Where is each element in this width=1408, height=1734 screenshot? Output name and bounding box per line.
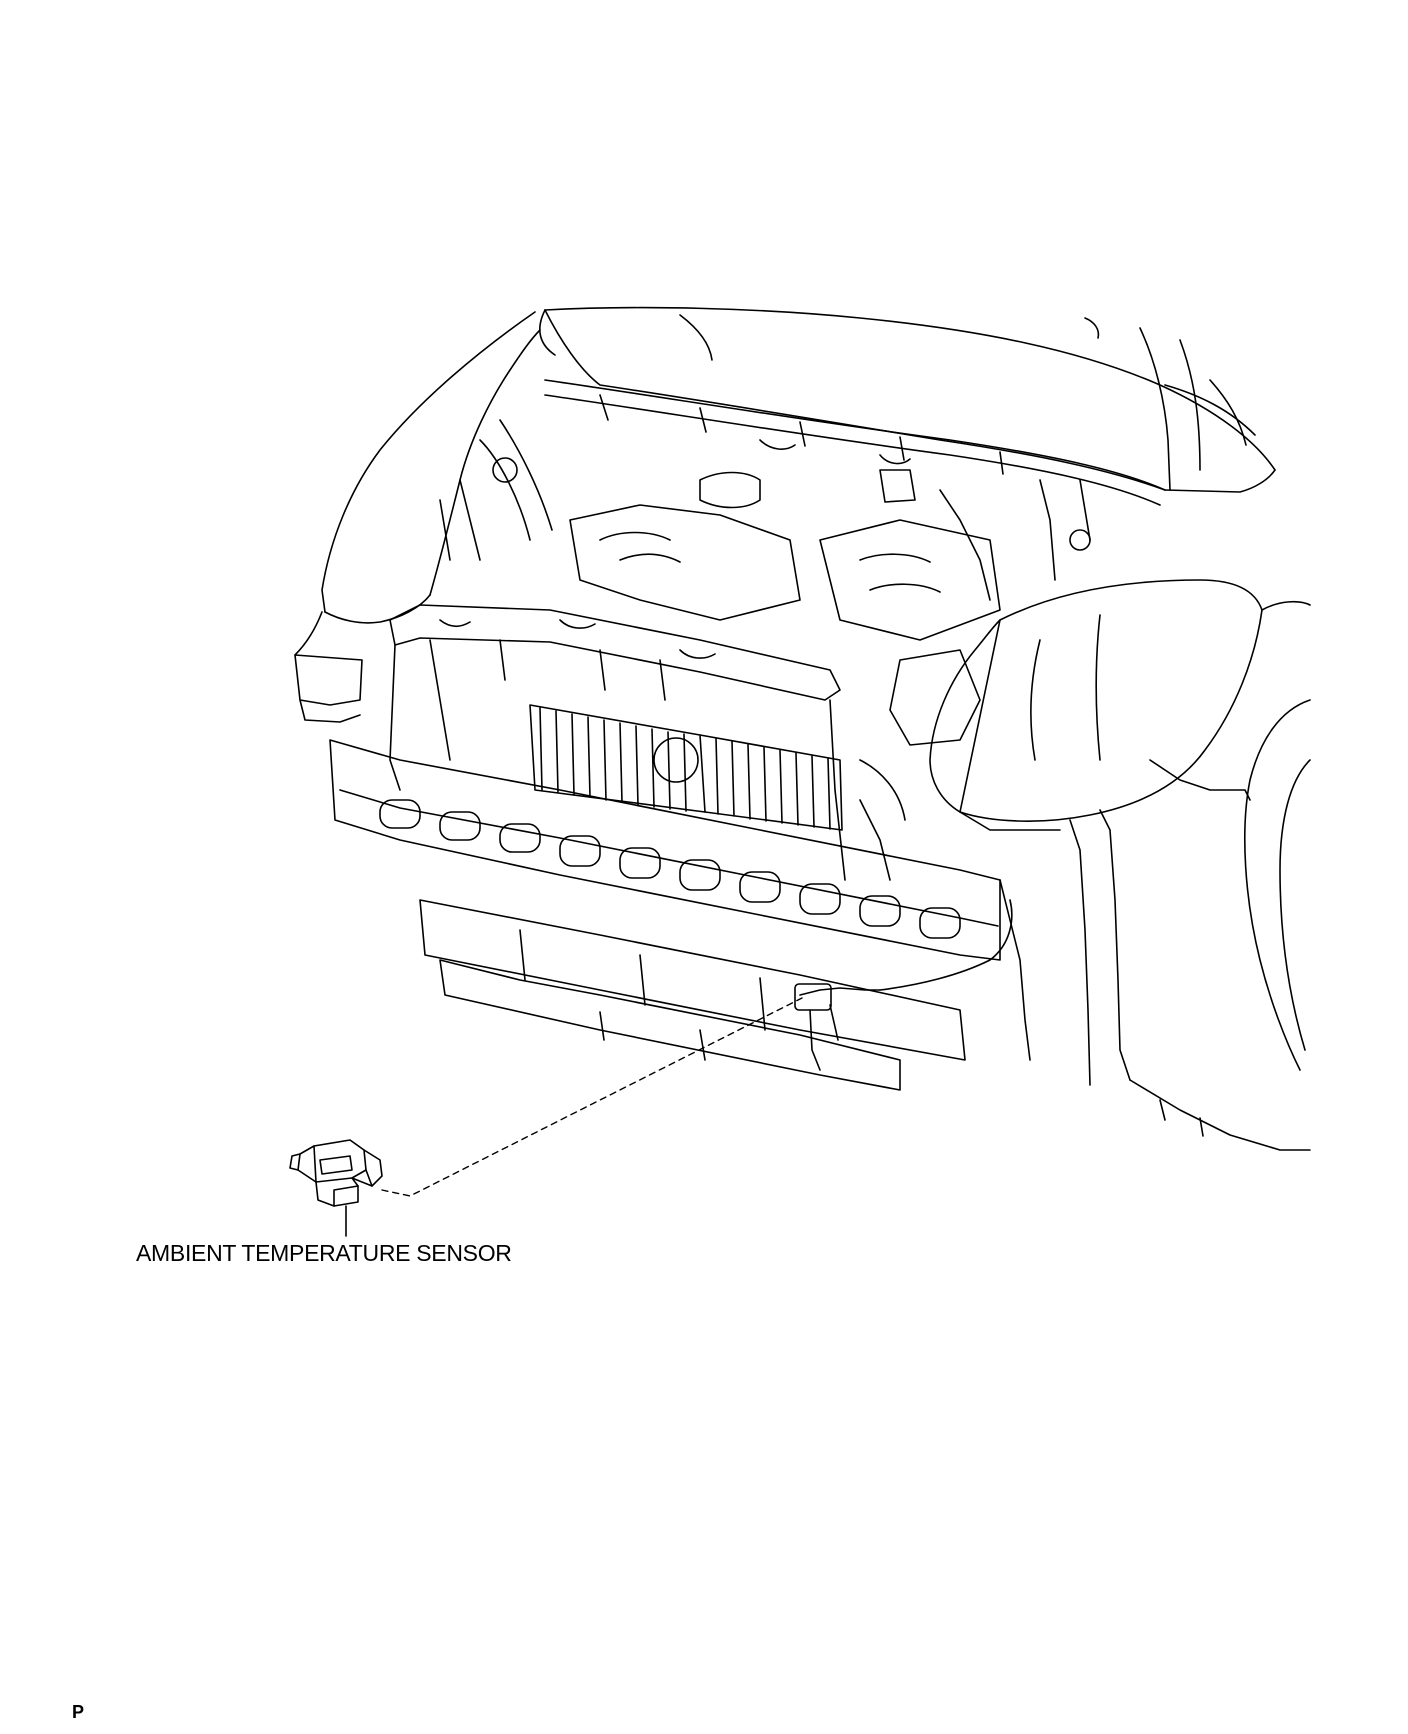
engine-bay bbox=[439, 419, 1091, 1061]
cowl-panel bbox=[544, 379, 1166, 506]
open-hood bbox=[539, 306, 1276, 493]
ambient-temperature-sensor-part bbox=[289, 1139, 383, 1207]
installation-leader-line bbox=[381, 997, 803, 1197]
vehicle-front-end bbox=[294, 306, 1311, 1151]
lower-valance bbox=[419, 899, 966, 1091]
callout-label-ambient-temperature-sensor: AMBIENT TEMPERATURE SENSOR bbox=[136, 1240, 512, 1266]
footer-code: P bbox=[72, 1702, 85, 1722]
radiator-core bbox=[529, 704, 843, 831]
right-fender-wheel-arch bbox=[1069, 600, 1311, 1151]
radiator-support bbox=[389, 604, 846, 881]
bumper-reinforcement bbox=[329, 739, 1001, 961]
right-headlamp bbox=[929, 579, 1263, 831]
wire-harness bbox=[794, 899, 1013, 1071]
left-fender bbox=[294, 311, 541, 723]
